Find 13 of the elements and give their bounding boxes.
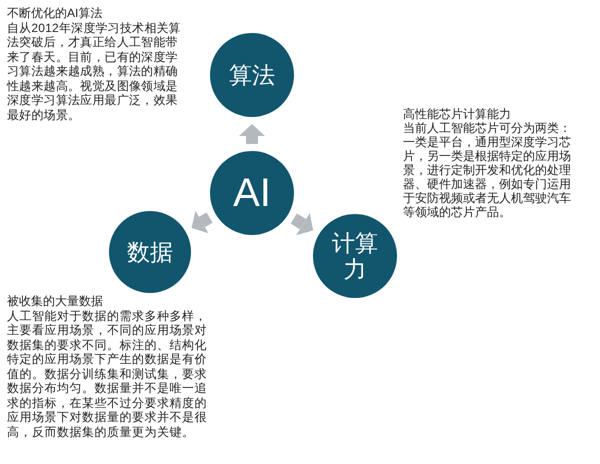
node-label: 数据 <box>127 238 173 266</box>
annotation-text: 当前人工智能芯片可分为两类：一类是平台，通用型深度学习芯片，另一类是根据特定的应用场景，进行定制开发和优化的处理器、硬件加速器，例如专门运用于安防视频或者无人机驾驶汽车等领域的芯片产品。 <box>403 121 572 219</box>
block-arrow <box>239 124 265 144</box>
annotation-text: 自从2012年深度学习技术相关算法突破后，才真正给人工智能带来了春天。目前，已有的深度学习算法越来越成熟，算法的精确性越来越高。视觉及图像领域是深度学习算法应用最广泛，效果最好的场景。 <box>7 20 182 122</box>
block-arrow <box>192 210 213 234</box>
node-label: 算法 <box>229 62 275 88</box>
annotation-heading: 被收集的大量数据 <box>7 294 104 308</box>
annotation-heading: 不断优化的AI算法 <box>7 6 104 20</box>
block-arrow <box>290 213 314 236</box>
node-label: 计算力 <box>331 230 379 282</box>
annotation-text: 人工智能对于数据的需求多种多样，主要看应用场景，不同的应用场景对数据集的要求不同。标注的、结构化特定的应用场景下产生的数据是有价值的。数据分训练集和测试集，要求数据分布均匀。数据量并不是唯一追求的指标，在某些不过分要求精度的应用场景下对数据量的要求并不是很高，反而数据集的质量更为关键。 <box>7 308 208 439</box>
node-label: AI <box>233 170 271 216</box>
annotation-heading: 高性能芯片计算能力 <box>403 107 512 121</box>
